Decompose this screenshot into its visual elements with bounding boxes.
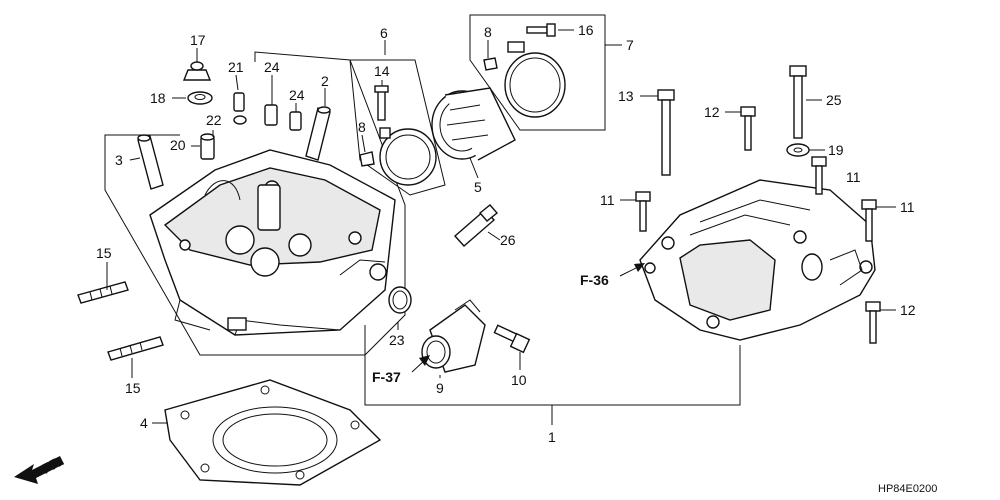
callout-2: 2 xyxy=(321,73,329,89)
bolt-10 xyxy=(493,324,531,354)
band-6 xyxy=(379,127,437,186)
bolt-11-left xyxy=(635,191,651,232)
callout-10: 10 xyxy=(511,372,527,388)
collar-20 xyxy=(200,133,215,160)
bolt-25 xyxy=(789,65,807,139)
callout-12-lower: 12 xyxy=(900,302,916,318)
callout-22: 22 xyxy=(206,112,222,128)
callout-15-lower: 15 xyxy=(125,380,141,396)
ref-arrow-f37 xyxy=(411,355,430,373)
clamp-band-7 xyxy=(504,41,566,118)
bolt-11-right-top xyxy=(811,156,827,195)
dowel-pin-24a xyxy=(264,104,278,126)
screw-16 xyxy=(526,23,556,37)
callout-3: 3 xyxy=(115,152,123,168)
callout-18: 18 xyxy=(150,90,166,106)
callout-16: 16 xyxy=(578,22,594,38)
bolt-11-right xyxy=(861,199,877,242)
callout-20: 20 xyxy=(170,137,186,153)
o-ring-23 xyxy=(388,286,412,314)
callout-19: 19 xyxy=(828,142,844,158)
clip-8-clamp xyxy=(483,57,498,71)
callout-8-clamp: 8 xyxy=(484,24,492,40)
cap-nut-17 xyxy=(182,61,212,81)
ref-arrow-f36 xyxy=(619,263,645,277)
stud-bolt-upper xyxy=(77,281,129,304)
callout-26: 26 xyxy=(500,232,516,248)
callout-24b: 24 xyxy=(289,87,305,103)
cylinder-head-cover xyxy=(639,179,876,341)
insulator-5 xyxy=(431,87,516,161)
callout-25: 25 xyxy=(826,92,842,108)
front-direction-icon xyxy=(14,456,64,484)
callout-11-right-top: 11 xyxy=(846,169,861,185)
callout-11-left: 11 xyxy=(600,192,615,208)
clip-8-intake xyxy=(359,151,375,167)
screw-14 xyxy=(374,85,389,121)
callout-21: 21 xyxy=(228,59,244,75)
dowel-pin-21 xyxy=(233,92,245,112)
callout-8-intake: 8 xyxy=(358,119,366,135)
spark-plug-26 xyxy=(454,204,499,247)
washer-19 xyxy=(786,143,810,157)
cylinder-head xyxy=(149,149,396,336)
dowel-pin-24b xyxy=(289,111,302,131)
washer-18 xyxy=(187,91,213,105)
stud-bolt-lower xyxy=(107,336,164,361)
head-group-frame xyxy=(104,51,406,356)
callout-24a: 24 xyxy=(264,59,280,75)
callout-7: 7 xyxy=(626,37,634,53)
ref-label-f37: F-37 xyxy=(372,369,401,385)
intake-group-frame xyxy=(349,59,446,196)
head-gasket xyxy=(164,379,382,486)
callout-6: 6 xyxy=(380,25,388,41)
ref-label-f36: F-36 xyxy=(580,272,609,288)
callout-1: 1 xyxy=(548,429,556,445)
callout-13: 13 xyxy=(618,88,634,104)
callout-4: 4 xyxy=(140,415,148,431)
clamp-group-frame xyxy=(469,14,606,131)
dowel-pin-3 xyxy=(137,134,164,190)
diagram-code: HP84E0200 xyxy=(878,483,937,495)
o-ring-22 xyxy=(233,115,247,125)
assembly-bracket xyxy=(364,325,741,406)
callout-17: 17 xyxy=(190,32,206,48)
callout-5: 5 xyxy=(474,179,482,195)
callout-12-upper: 12 xyxy=(704,104,720,120)
bolt-12-upper xyxy=(740,106,756,151)
callout-15-upper: 15 xyxy=(96,245,112,261)
bolt-12-lower xyxy=(865,301,881,344)
water-joint-9 xyxy=(421,299,486,373)
bolt-13 xyxy=(657,89,675,176)
callout-23: 23 xyxy=(389,332,405,348)
leader-lines xyxy=(106,29,896,425)
callout-9: 9 xyxy=(436,380,444,396)
callout-14: 14 xyxy=(374,63,390,79)
guide-pipe-2 xyxy=(305,106,331,161)
callout-11-right: 11 xyxy=(900,199,915,215)
